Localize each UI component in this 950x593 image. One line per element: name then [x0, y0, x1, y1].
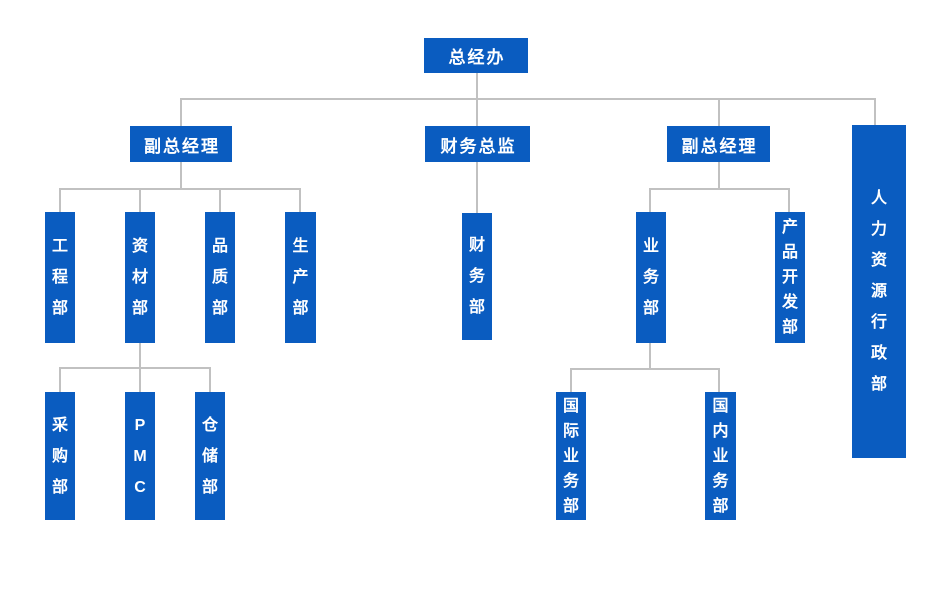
connector-business-to-rail — [649, 343, 651, 368]
connector-drop-quality — [219, 188, 221, 212]
org-node-label: PMC — [133, 416, 147, 496]
org-node-finance-director: 财务总监 — [425, 126, 530, 162]
connector-rail-level2 — [180, 98, 876, 100]
connector-drop-domestic-business — [718, 368, 720, 392]
org-node-hr-admin: 人力资源行政部 — [852, 125, 906, 458]
org-node-engineering: 工程部 — [45, 212, 75, 343]
connector-drop-hr-admin — [874, 98, 876, 125]
connector-drop-business — [649, 188, 651, 212]
org-node-label: 副总经理 — [144, 136, 220, 156]
connector-drop-deputy-gm-right — [718, 98, 720, 126]
org-node-label: 人力资源行政部 — [870, 190, 887, 393]
org-node-product-dev: 产品开发部 — [775, 212, 805, 343]
connector-rail-deputy-right — [649, 188, 790, 190]
org-node-label: 财务总监 — [440, 136, 517, 156]
connector-finance-director-to-finance — [476, 162, 478, 213]
org-node-label: 副总经理 — [681, 136, 758, 156]
org-node-quality: 品质部 — [205, 212, 235, 343]
org-node-label: 工程部 — [51, 238, 68, 317]
org-node-intl-business: 国际业务部 — [556, 392, 586, 520]
org-node-label: 资材部 — [131, 238, 148, 317]
org-node-business: 业务部 — [636, 212, 666, 343]
org-node-gm-office: 总经办 — [424, 38, 528, 73]
org-node-pmc: PMC — [125, 392, 155, 520]
connector-drop-warehouse — [209, 367, 211, 392]
org-node-label: 采购部 — [51, 416, 68, 496]
connector-drop-intl-business — [570, 368, 572, 392]
org-node-label: 产品开发部 — [781, 219, 798, 336]
org-node-label: 国内业务部 — [712, 397, 729, 515]
connector-drop-engineering — [59, 188, 61, 212]
org-node-label: 生产部 — [292, 238, 309, 317]
org-node-deputy-gm-left: 副总经理 — [130, 126, 232, 162]
connector-drop-deputy-gm-left — [180, 98, 182, 126]
connector-drop-materials — [139, 188, 141, 212]
org-node-label: 总经办 — [448, 48, 506, 67]
connector-materials-to-rail — [139, 343, 141, 367]
org-node-label: 品质部 — [211, 238, 228, 317]
org-node-purchasing: 采购部 — [45, 392, 75, 520]
org-node-label: 业务部 — [642, 238, 659, 317]
org-node-finance: 财务部 — [462, 213, 492, 340]
org-node-label: 国际业务部 — [562, 397, 579, 515]
org-node-domestic-business: 国内业务部 — [705, 392, 736, 520]
connector-rail-materials — [59, 367, 210, 369]
connector-drop-pmc — [139, 367, 141, 392]
connector-drop-purchasing — [59, 367, 61, 392]
connector-deputy-right-to-rail — [718, 162, 720, 188]
org-node-warehouse: 仓储部 — [195, 392, 225, 520]
connector-deputy-left-to-rail — [180, 162, 182, 188]
org-node-label: 财务部 — [468, 237, 485, 316]
connector-rail-deputy-left — [59, 188, 301, 190]
connector-drop-production — [299, 188, 301, 212]
org-node-deputy-gm-right: 副总经理 — [667, 126, 770, 162]
org-node-materials: 资材部 — [125, 212, 155, 343]
connector-drop-product-dev — [788, 188, 790, 212]
connector-rail-business — [570, 368, 720, 370]
org-node-production: 生产部 — [285, 212, 316, 343]
org-node-label: 仓储部 — [201, 416, 218, 496]
